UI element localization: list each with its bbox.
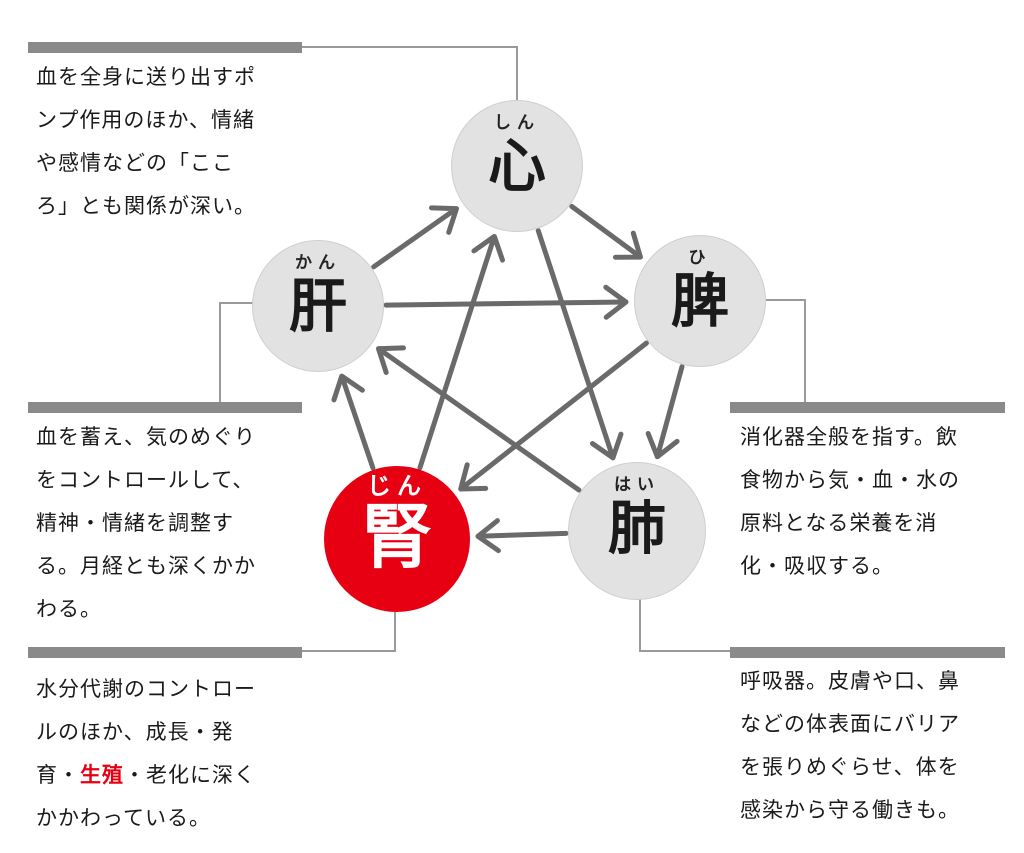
organ-reading: しん xyxy=(494,113,540,133)
organ-reading: はい xyxy=(614,475,660,495)
arrow-kidney-to-heart xyxy=(417,233,505,471)
description-line: をコントロールして、 xyxy=(36,468,255,492)
arrow-heart-to-lung xyxy=(535,228,624,461)
description-line: ろ」とも関係が深い。 xyxy=(36,194,256,218)
description-line: ルのほか、成長・発 xyxy=(36,720,234,744)
description-lung: 呼吸器。皮膚や口、鼻 などの体表面にバリア を張りめぐらせ、体を 感染から守る働… xyxy=(740,660,960,832)
organ-lung: はい 肺 xyxy=(568,462,706,600)
connector-heart xyxy=(302,46,518,100)
text-segment: ・老化に深く xyxy=(124,763,256,787)
description-line: 原料となる栄養を消 xyxy=(740,511,938,535)
organ-kanji: 肝 xyxy=(288,272,347,340)
description-line: 化・吸収する。 xyxy=(740,554,894,578)
description-line: を張りめぐらせ、体を xyxy=(740,755,960,779)
organ-reading: かん xyxy=(295,253,341,273)
description-liver: 血を蓄え、気のめぐり をコントロールして、 精神・情緒を調整す る。月経とも深く… xyxy=(36,416,256,631)
description-line: 血を全身に送り出すポ xyxy=(36,65,256,89)
organ-kanji: 肺 xyxy=(607,494,666,562)
text-segment: 育・ xyxy=(36,763,80,787)
heading-bar-kidney xyxy=(28,647,302,658)
organ-kanji: 脾 xyxy=(670,267,729,335)
description-line: わる。 xyxy=(36,597,102,621)
connector-lung xyxy=(639,598,730,652)
arrow-spleen-to-kidney xyxy=(458,340,650,492)
description-line: 育・生殖・老化に深く xyxy=(36,754,256,797)
organ-kidney: じん 腎 xyxy=(324,466,470,612)
arrow-liver-to-spleen xyxy=(383,284,629,320)
description-heart: 血を全身に送り出すポ ンプ作用のほか、情緒 や感情などの「ここ ろ」とも関係が深… xyxy=(36,56,256,228)
description-line: る。月経とも深くかか xyxy=(36,554,256,578)
description-line: などの体表面にバリア xyxy=(740,712,960,736)
description-line: 食物から気・血・水の xyxy=(740,468,960,492)
description-line: 血を蓄え、気のめぐり xyxy=(36,425,256,449)
arrow-heart-to-spleen xyxy=(569,203,643,260)
description-line: かかわっている。 xyxy=(36,806,211,830)
description-line: や感情などの「ここ xyxy=(36,151,234,175)
arrow-lung-to-liver xyxy=(375,345,582,493)
description-line: 消化器全般を指す。飲 xyxy=(740,425,958,449)
heading-bar-spleen xyxy=(730,402,1005,413)
description-line: ンプ作用のほか、情緒 xyxy=(36,108,255,132)
highlight-reproduction: 生殖 xyxy=(80,763,124,787)
organ-reading: じん xyxy=(367,472,427,500)
description-line: 感染から守る働きも。 xyxy=(740,798,960,822)
connector-spleen xyxy=(766,299,806,403)
description-kidney: 水分代謝のコントロー ルのほか、成長・発 育・生殖・老化に深く かかわっている。 xyxy=(36,668,256,840)
arrow-kidney-to-liver xyxy=(331,373,376,471)
heading-bar-liver xyxy=(28,402,302,413)
description-spleen: 消化器全般を指す。飲 食物から気・血・水の 原料となる栄養を消 化・吸収する。 xyxy=(740,416,960,588)
description-line: 精神・情緒を調整す xyxy=(36,511,234,535)
organ-reading: ひ xyxy=(688,248,712,268)
arrow-lung-to-kidney xyxy=(475,518,569,554)
heading-bar-lung xyxy=(730,647,1005,658)
heading-bar-heart xyxy=(28,42,302,53)
connector-kidney xyxy=(302,612,396,652)
organ-liver: かん 肝 xyxy=(252,240,384,372)
organ-spleen: ひ 脾 xyxy=(634,235,766,367)
organ-heart: しん 心 xyxy=(451,100,583,232)
description-line: 呼吸器。皮膚や口、鼻 xyxy=(740,669,960,693)
arrow-spleen-to-lung xyxy=(645,364,685,460)
arrow-liver-to-heart xyxy=(371,205,459,270)
organ-kanji: 腎 xyxy=(362,496,432,578)
connector-liver xyxy=(219,302,253,403)
description-line: 水分代謝のコントロー xyxy=(36,677,256,701)
organ-kanji: 心 xyxy=(487,132,546,200)
